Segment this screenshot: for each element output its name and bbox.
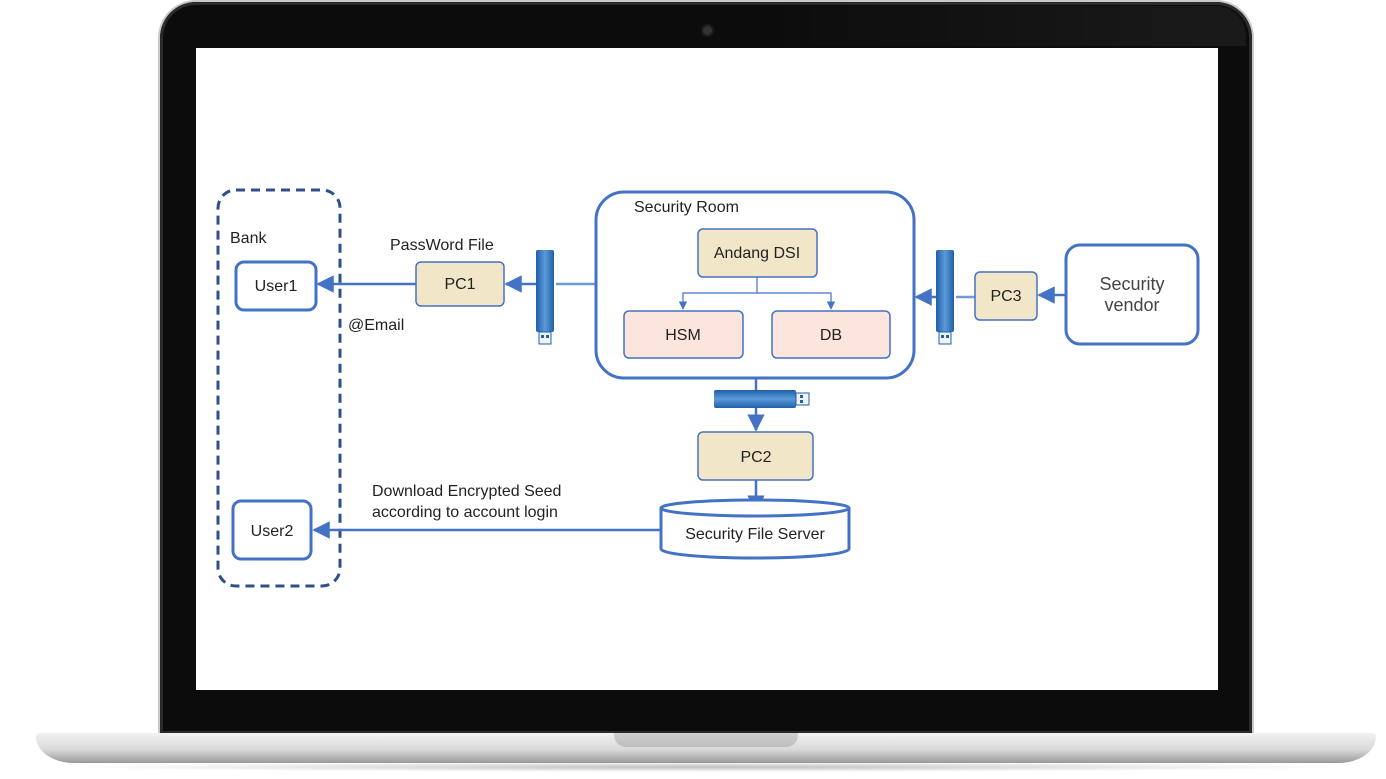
bank-group	[216, 188, 342, 588]
usb-drive-icon	[714, 390, 810, 408]
edge-andang-hsm	[678, 277, 758, 310]
laptop-notch	[614, 733, 798, 747]
edge-andang-db	[757, 292, 836, 310]
download-label-2: according to account login	[372, 504, 558, 521]
download-label-1: Download Encrypted Seed	[372, 483, 561, 500]
password-file-label: PassWord File	[390, 237, 494, 254]
security-file-server-label: Security File Server	[685, 526, 825, 543]
laptop-shadow	[60, 762, 1352, 772]
security-room-label: Security Room	[634, 199, 739, 216]
user1-node	[234, 260, 318, 312]
security-vendor-label-1: Security	[1099, 274, 1164, 294]
security-vendor-label-2: vendor	[1104, 295, 1159, 315]
hsm-node	[623, 310, 744, 359]
user2-label: User2	[251, 523, 294, 540]
security-file-server-node	[659, 498, 851, 560]
camera-icon	[703, 26, 712, 35]
db-label: DB	[820, 327, 842, 344]
pc2-label: PC2	[740, 449, 771, 466]
andang-dsi-label: Andang DSI	[714, 245, 800, 262]
pc3-label: PC3	[990, 288, 1021, 305]
db-node	[771, 310, 891, 359]
hsm-label: HSM	[665, 327, 701, 344]
user2-node	[231, 499, 313, 561]
pc3-node	[974, 271, 1038, 321]
bank-label: Bank	[230, 230, 267, 247]
lid-reflection	[760, 6, 1246, 46]
usb-drive-icon	[536, 250, 554, 345]
usb-drive-icon	[936, 250, 954, 345]
pc1-label: PC1	[444, 276, 475, 293]
email-label: @Email	[348, 317, 404, 334]
user1-label: User1	[255, 278, 298, 295]
